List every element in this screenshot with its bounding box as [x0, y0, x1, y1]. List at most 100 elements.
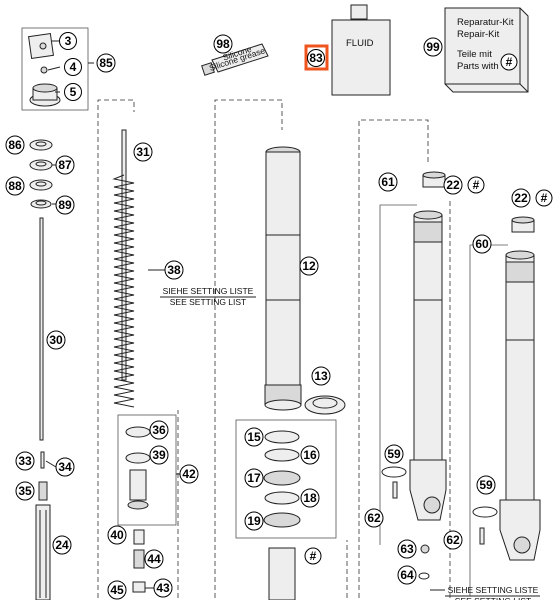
callout-59-b: 59	[476, 475, 496, 495]
svg-text:5: 5	[70, 85, 77, 99]
guide-lines	[97, 99, 451, 598]
kit-line-1: Reparatur-Kit	[457, 17, 514, 28]
callout-36: 36	[149, 420, 169, 440]
callout-87: 87	[55, 155, 75, 175]
seal-hash-marker: #	[304, 547, 322, 565]
callout-19: 19	[244, 511, 264, 531]
svg-text:59: 59	[387, 447, 401, 461]
svg-text:34: 34	[58, 460, 72, 474]
callout-60: 60	[472, 234, 492, 254]
callouts: 3 4 5 85 98 83 99 # 86 87 88 89 30 33 34…	[5, 32, 553, 600]
callout-64: 64	[397, 565, 417, 585]
svg-text:43: 43	[156, 581, 170, 595]
bottle-body	[331, 19, 391, 96]
svg-text:45: 45	[110, 583, 124, 597]
svg-text:85: 85	[99, 56, 113, 70]
setting-note-de: SIEHE SETTING LISTE	[163, 286, 254, 296]
hash-marker-22-a: #	[467, 176, 485, 194]
part-4	[40, 66, 48, 74]
setting-note-2: SIEHE SETTING LISTE SEE SETTING LIST	[430, 585, 540, 600]
callout-98: 98	[213, 34, 233, 54]
setting-note-en-2: SEE SETTING LIST	[455, 596, 532, 600]
svg-text:3: 3	[65, 34, 72, 48]
piston-rod-group	[35, 217, 51, 600]
fluid-label: FLUID	[346, 38, 374, 49]
callout-31: 31	[133, 142, 153, 162]
seal-set	[263, 430, 301, 528]
assembly-85	[28, 33, 61, 107]
repair-kit-box: Reparatur-Kit Repair-Kit Teile mit Parts…	[444, 7, 529, 93]
part-13	[304, 395, 346, 415]
svg-text:60: 60	[475, 237, 489, 251]
callout-4: 4	[64, 58, 82, 76]
frame-16	[235, 419, 337, 539]
callout-86: 86	[5, 135, 25, 155]
frame-60	[469, 244, 508, 596]
svg-text:#: #	[310, 549, 317, 563]
svg-text:59: 59	[479, 478, 493, 492]
svg-text:99: 99	[426, 40, 440, 54]
spring-group	[112, 129, 135, 408]
svg-text:42: 42	[182, 467, 196, 481]
callout-42: 42	[179, 464, 199, 484]
spring-35	[38, 481, 48, 501]
svg-text:62: 62	[446, 533, 460, 547]
svg-text:16: 16	[303, 448, 317, 462]
svg-text:36: 36	[152, 423, 166, 437]
svg-text:22: 22	[446, 178, 460, 192]
svg-text:17: 17	[247, 471, 261, 485]
kit-line-3: Teile mit	[457, 49, 492, 60]
svg-text:38: 38	[167, 263, 181, 277]
svg-text:18: 18	[303, 491, 317, 505]
setting-note-en: SEE SETTING LIST	[170, 297, 247, 307]
callout-99: 99	[423, 37, 443, 57]
callout-24: 24	[52, 535, 72, 555]
callout-16: 16	[300, 445, 320, 465]
kit-line-2: Repair-Kit	[457, 29, 500, 40]
svg-text:4: 4	[70, 60, 77, 74]
svg-text:#: #	[473, 178, 480, 192]
svg-text:87: 87	[58, 158, 72, 172]
rod-31	[121, 129, 127, 381]
frame-61	[379, 204, 417, 545]
callout-88: 88	[5, 176, 25, 196]
callout-22-b: 22	[511, 188, 531, 208]
washers	[29, 139, 53, 209]
svg-text:22: 22	[514, 191, 528, 205]
kit-hash-marker: #	[500, 53, 518, 71]
svg-text:64: 64	[400, 568, 414, 582]
callout-62-a: 62	[364, 508, 384, 528]
callout-40: 40	[107, 525, 127, 545]
callout-12: 12	[299, 256, 319, 276]
setting-note-1: SIEHE SETTING LISTE SEE SETTING LIST	[160, 286, 256, 307]
part-33	[40, 451, 45, 469]
callout-38: 38	[164, 260, 184, 280]
spring-38	[112, 174, 135, 408]
svg-text:19: 19	[247, 514, 261, 528]
outer-tube-12	[264, 146, 302, 411]
callout-39: 39	[149, 445, 169, 465]
lower-tube-stub	[268, 547, 296, 600]
callout-15: 15	[244, 427, 264, 447]
svg-text:86: 86	[8, 138, 22, 152]
callout-62-b: 62	[443, 530, 463, 550]
callout-35: 35	[15, 481, 35, 501]
svg-text:24: 24	[55, 538, 69, 552]
svg-text:15: 15	[247, 430, 261, 444]
svg-text:83: 83	[309, 51, 323, 65]
callout-59-a: 59	[384, 444, 404, 464]
svg-text:30: 30	[49, 333, 63, 347]
svg-text:89: 89	[58, 198, 72, 212]
callout-5: 5	[64, 83, 82, 101]
svg-text:33: 33	[18, 454, 32, 468]
frame-85	[21, 27, 89, 111]
callout-18: 18	[300, 488, 320, 508]
cartridge-24	[35, 504, 51, 600]
callout-34: 34	[55, 457, 75, 477]
callout-3: 3	[59, 32, 77, 50]
svg-text:63: 63	[400, 542, 414, 556]
svg-text:31: 31	[136, 145, 150, 159]
callout-44: 44	[144, 549, 164, 569]
kit-line-4: Parts with	[457, 61, 499, 72]
callout-63: 63	[397, 539, 417, 559]
